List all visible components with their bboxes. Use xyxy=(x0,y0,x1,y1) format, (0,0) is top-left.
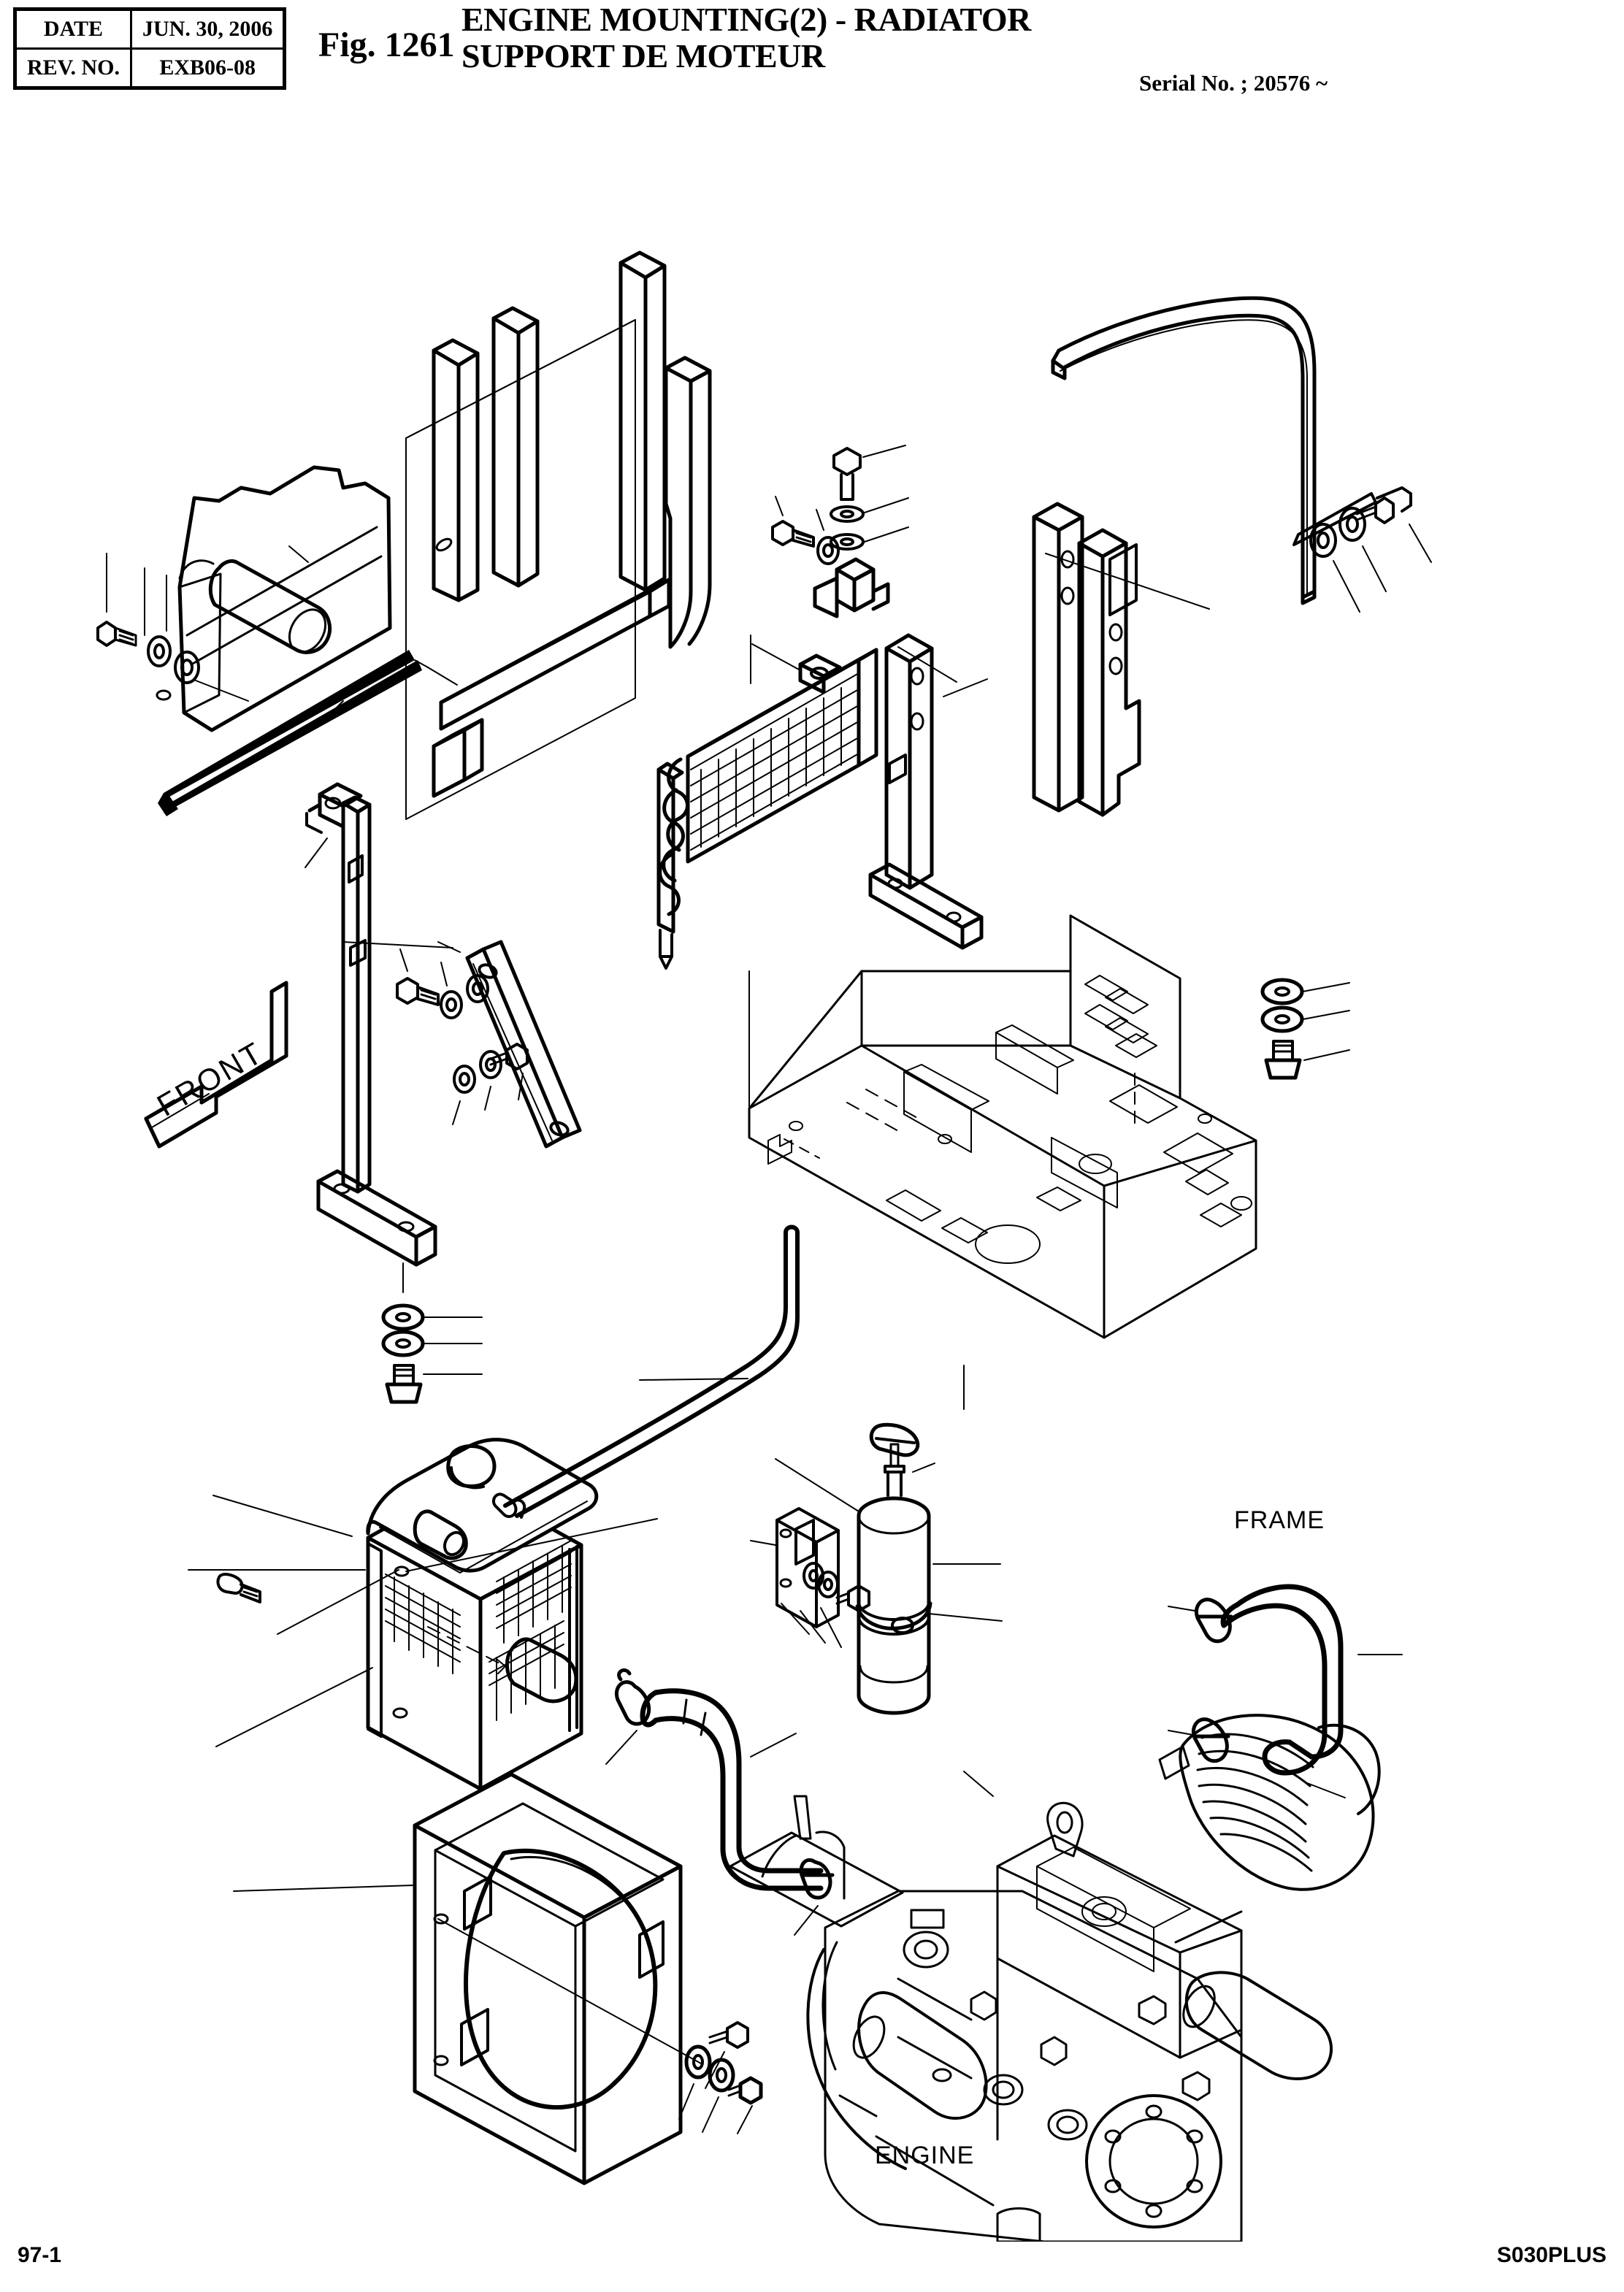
rev-no-value: EXB06-08 xyxy=(129,47,286,89)
radiator-support-post-right xyxy=(868,633,988,950)
page-number: 97-1 xyxy=(18,2243,62,2267)
brace-top-hardware xyxy=(396,948,489,1019)
figure-number: Fig. 1261 xyxy=(318,26,455,64)
radiator-seal-strip xyxy=(158,650,458,816)
fan-shroud xyxy=(233,1772,702,2185)
shroud-mount-hardware xyxy=(678,2044,763,2134)
machine-frame xyxy=(748,914,1257,1339)
exploded-parts-diagram: FRONT xyxy=(0,124,1624,2242)
duct-bolt-hardware xyxy=(96,545,309,702)
seal-strip-bar-right xyxy=(1292,492,1377,546)
engine-assembly xyxy=(729,1714,1381,2242)
projection-lines xyxy=(639,915,1071,1410)
radiator-stay-left xyxy=(304,782,437,1267)
rubber-seal-strip-upper-right xyxy=(1051,296,1317,605)
condenser-core xyxy=(656,635,957,970)
engine-mount-bolt-left xyxy=(705,2021,749,2089)
right-upper-bracket-assembly xyxy=(1032,486,1432,817)
lower-radiator-hose xyxy=(605,1668,835,1936)
page-title: ENGINE MOUNTING(2) - RADIATOR SUPPORT DE… xyxy=(461,1,1031,74)
upper-centre-hardware xyxy=(771,445,909,618)
diagonal-brace-bar xyxy=(342,940,582,1149)
frame-label: FRAME xyxy=(1234,1506,1325,1534)
date-label: DATE xyxy=(14,8,132,50)
date-value: JUN. 30, 2006 xyxy=(129,8,286,50)
radiator-guard-panel-group xyxy=(405,250,801,820)
heater-duct-assembly xyxy=(156,465,453,732)
rev-no-label: REV. NO. xyxy=(14,47,132,89)
engine-label: ENGINE xyxy=(875,2142,975,2169)
serial-number-note: Serial No. ; 20576 ~ xyxy=(1139,70,1328,96)
stay-bottom-hardware xyxy=(381,1262,483,1404)
frame-mount-hardware-right xyxy=(1260,978,1350,1080)
receiver-drier xyxy=(750,1422,1003,1715)
coolant-tube-upper xyxy=(503,1224,800,1518)
diagram-svg: FRONT xyxy=(96,250,1432,2242)
brace-bottom-hardware xyxy=(452,1043,529,1125)
page-title-english: ENGINE MOUNTING(2) - RADIATOR xyxy=(461,1,1031,38)
upper-radiator-hose-right xyxy=(1168,1584,1403,1798)
table-row: REV. NO. EXB06-08 xyxy=(14,47,286,89)
page-header: DATE JUN. 30, 2006 REV. NO. EXB06-08 Fig… xyxy=(0,0,1624,146)
table-row: DATE JUN. 30, 2006 xyxy=(14,8,286,50)
radiator-drain-plug xyxy=(216,1573,261,1603)
radiator-assembly xyxy=(188,1438,658,1791)
revision-table: DATE JUN. 30, 2006 REV. NO. EXB06-08 xyxy=(13,7,287,90)
front-direction-arrow: FRONT xyxy=(144,981,288,1149)
page-title-french: SUPPORT DE MOTEUR xyxy=(461,37,825,74)
model-number: S030PLUS xyxy=(1496,2243,1606,2267)
